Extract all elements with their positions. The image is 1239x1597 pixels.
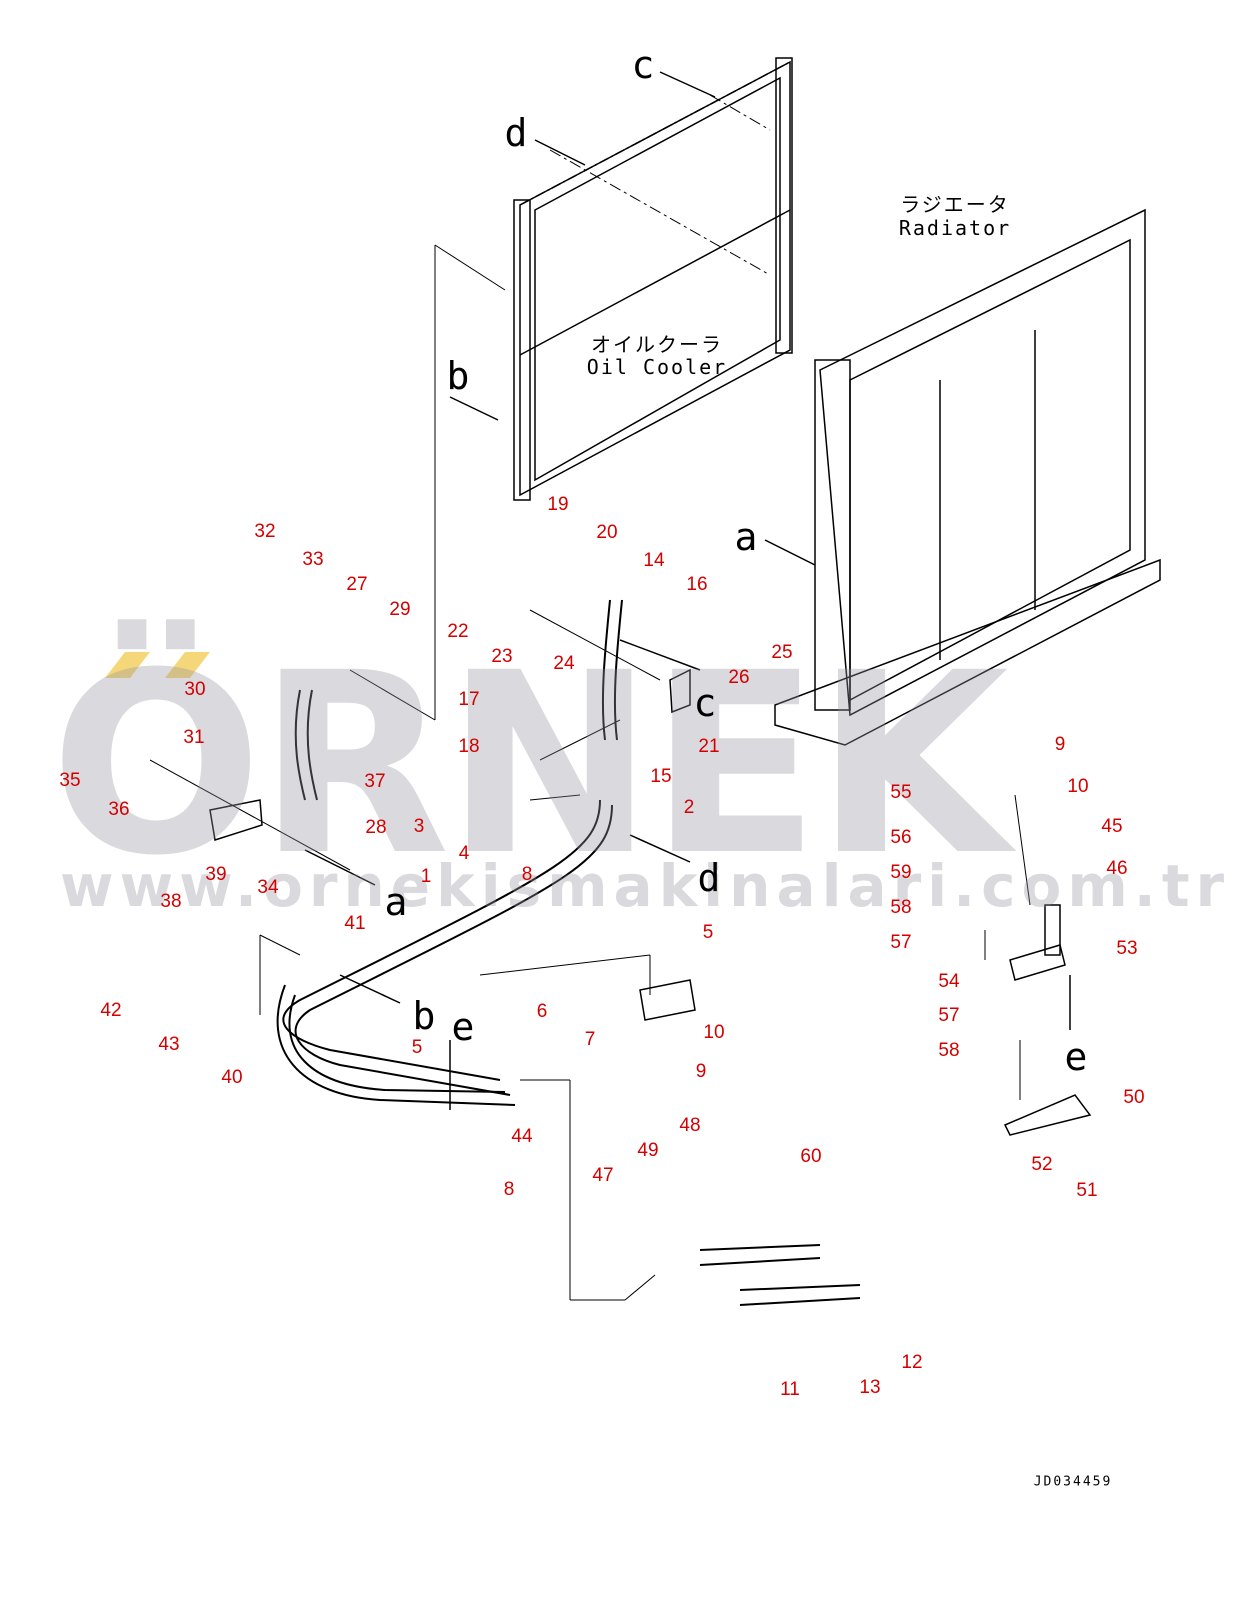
- part-callout-53: 53: [1116, 938, 1138, 959]
- part-callout-36: 36: [108, 799, 130, 820]
- part-callout-9: 9: [695, 1061, 707, 1082]
- part-callout-19: 19: [547, 494, 569, 515]
- watermark-brand: ÖRNEK: [50, 619, 1009, 910]
- oil-cooler: [513, 57, 793, 501]
- part-callout-52: 52: [1031, 1154, 1053, 1175]
- part-callout-59: 59: [890, 862, 912, 883]
- part-callout-31: 31: [183, 727, 205, 748]
- part-callout-5: 5: [411, 1037, 423, 1058]
- part-callout-27: 27: [346, 574, 368, 595]
- part-callout-58: 58: [938, 1040, 960, 1061]
- oil-cooler-label-en: Oil Cooler: [586, 355, 728, 379]
- part-callout-33: 33: [302, 549, 324, 570]
- reference-letter-b: b: [412, 994, 436, 1038]
- reference-letter-a: a: [734, 515, 758, 559]
- watermark-url: www.ornekismakinalari.com.tr: [60, 852, 1231, 920]
- part-callout-14: 14: [643, 550, 665, 571]
- part-callout-40: 40: [221, 1067, 243, 1088]
- part-callout-50: 50: [1123, 1087, 1145, 1108]
- reference-letter-d: d: [504, 111, 528, 155]
- watermark-accent: [165, 652, 210, 678]
- part-callout-3: 3: [413, 816, 425, 837]
- part-callout-24: 24: [553, 653, 575, 674]
- part-callout-4: 4: [458, 843, 470, 864]
- part-callout-39: 39: [205, 864, 227, 885]
- part-callout-7: 7: [584, 1029, 596, 1050]
- radiator-label-jp: ラジエータ: [900, 192, 1010, 217]
- oil-cooler-label-jp: オイルクーラ: [591, 332, 723, 357]
- part-callout-1: 1: [420, 866, 432, 887]
- part-callout-44: 44: [511, 1126, 533, 1147]
- part-callout-28: 28: [365, 817, 387, 838]
- part-callout-38: 38: [160, 891, 182, 912]
- part-callout-48: 48: [679, 1115, 701, 1136]
- part-callout-13: 13: [859, 1377, 881, 1398]
- part-callout-54: 54: [938, 971, 960, 992]
- reference-letter-c: c: [631, 43, 655, 87]
- drawing-code: JD034459: [1033, 1474, 1113, 1490]
- reference-arrows: [304, 71, 1071, 1110]
- reference-letter-d: d: [697, 856, 721, 900]
- part-callout-57: 57: [890, 932, 912, 953]
- part-callout-17: 17: [458, 689, 480, 710]
- part-callout-45: 45: [1101, 816, 1123, 837]
- part-callout-57: 57: [938, 1005, 960, 1026]
- part-callout-41: 41: [344, 913, 366, 934]
- reference-letter-e: e: [1064, 1035, 1088, 1079]
- part-callout-42: 42: [100, 1000, 122, 1021]
- part-callout-8: 8: [503, 1179, 515, 1200]
- radiator-label-en: Radiator: [898, 216, 1012, 240]
- part-callout-12: 12: [901, 1352, 923, 1373]
- part-callout-35: 35: [59, 770, 81, 791]
- part-callout-49: 49: [637, 1140, 659, 1161]
- part-callout-34: 34: [257, 877, 279, 898]
- part-callout-25: 25: [771, 642, 793, 663]
- part-callout-58: 58: [890, 897, 912, 918]
- part-callout-55: 55: [890, 782, 912, 803]
- reference-letter-e: e: [451, 1005, 475, 1049]
- reference-letter-c: c: [693, 681, 717, 725]
- part-callout-29: 29: [389, 599, 411, 620]
- part-callout-6: 6: [536, 1001, 548, 1022]
- reference-letter-b: b: [446, 354, 470, 398]
- part-callout-32: 32: [254, 521, 276, 542]
- part-callout-10: 10: [1067, 776, 1089, 797]
- part-callout-21: 21: [698, 736, 720, 757]
- part-callout-15: 15: [650, 766, 672, 787]
- part-callout-22: 22: [447, 621, 469, 642]
- oil-pipe: [276, 599, 861, 1306]
- part-callout-26: 26: [728, 667, 750, 688]
- part-callout-30: 30: [184, 679, 206, 700]
- part-callout-5: 5: [702, 922, 714, 943]
- part-callout-8: 8: [521, 864, 533, 885]
- part-callout-18: 18: [458, 736, 480, 757]
- radiator: [774, 208, 1161, 746]
- part-callout-16: 16: [686, 574, 708, 595]
- part-callout-56: 56: [890, 827, 912, 848]
- part-callout-10: 10: [703, 1022, 725, 1043]
- part-callout-43: 43: [158, 1034, 180, 1055]
- reference-letter-a: a: [384, 880, 408, 924]
- part-callout-47: 47: [592, 1165, 614, 1186]
- part-callout-60: 60: [800, 1146, 822, 1167]
- part-callout-51: 51: [1076, 1180, 1098, 1201]
- watermark-accent: [105, 652, 150, 678]
- part-callout-37: 37: [364, 771, 386, 792]
- part-callout-2: 2: [683, 797, 695, 818]
- part-callout-9: 9: [1054, 734, 1066, 755]
- part-callout-46: 46: [1106, 858, 1128, 879]
- part-callout-11: 11: [780, 1379, 800, 1400]
- part-callout-23: 23: [491, 646, 513, 667]
- part-callout-20: 20: [596, 522, 618, 543]
- leader-lines: [149, 244, 1031, 1301]
